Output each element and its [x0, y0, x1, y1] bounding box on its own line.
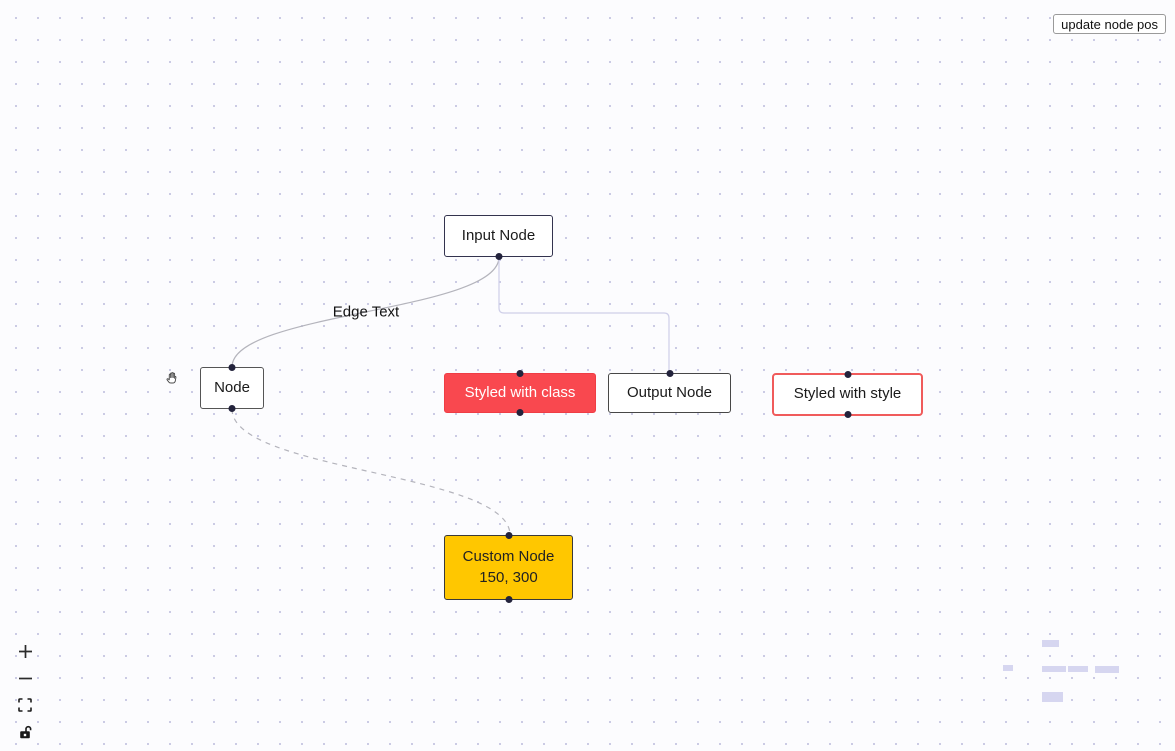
handle-top[interactable]	[228, 364, 236, 371]
unlock-icon	[19, 725, 31, 739]
fit-view-button[interactable]	[16, 696, 34, 714]
minimap-node-output	[1068, 665, 1088, 673]
node-default[interactable]: Node	[200, 364, 264, 412]
minimap-node-styled-style	[1094, 665, 1119, 673]
node-label: Custom Node	[462, 548, 555, 566]
node-styled-class[interactable]: Styled with class	[444, 370, 596, 416]
edge-label: Edge Text	[332, 303, 400, 321]
node-custom[interactable]: Custom Node 150, 300	[444, 532, 573, 603]
minimap-node-input	[1042, 640, 1060, 648]
minimap-node-custom	[1042, 691, 1063, 702]
edge-e2[interactable]	[498, 257, 670, 373]
node-label: Node	[214, 378, 250, 396]
handle-top[interactable]	[666, 370, 673, 377]
grab-hand-cursor	[164, 369, 182, 392]
handle-bottom[interactable]	[495, 253, 502, 260]
handle-top[interactable]	[505, 532, 512, 539]
minimap-node-styled-class	[1042, 665, 1067, 673]
lock-button[interactable]	[16, 723, 34, 741]
edge-e3[interactable]	[231, 408, 511, 536]
handle-bottom[interactable]	[844, 411, 851, 418]
node-label: Styled with style	[793, 385, 902, 403]
zoom-in-button[interactable]	[16, 642, 34, 660]
node-output[interactable]: Output Node	[608, 370, 731, 413]
handle-bottom[interactable]	[228, 405, 236, 412]
minus-icon	[18, 677, 32, 679]
minimap[interactable]	[971, 606, 1175, 751]
minimap-node-default	[1003, 664, 1014, 672]
node-label: 150, 300	[479, 568, 538, 586]
plus-icon	[18, 644, 32, 658]
handle-top[interactable]	[516, 370, 524, 377]
edge-e1[interactable]	[231, 256, 500, 368]
node-styled-style[interactable]: Styled with style	[772, 371, 923, 418]
handle-top[interactable]	[844, 371, 851, 378]
flow-controls	[16, 642, 34, 741]
handle-bottom[interactable]	[516, 409, 524, 416]
zoom-out-button[interactable]	[16, 669, 34, 687]
node-label: Input Node	[461, 226, 536, 244]
update-node-pos-button[interactable]: update node pos	[1053, 14, 1166, 34]
node-input[interactable]: Input Node	[444, 215, 553, 260]
node-label: Styled with class	[464, 383, 576, 401]
fit-view-icon	[18, 698, 32, 712]
handle-bottom[interactable]	[505, 596, 512, 603]
node-label: Output Node	[626, 383, 713, 401]
